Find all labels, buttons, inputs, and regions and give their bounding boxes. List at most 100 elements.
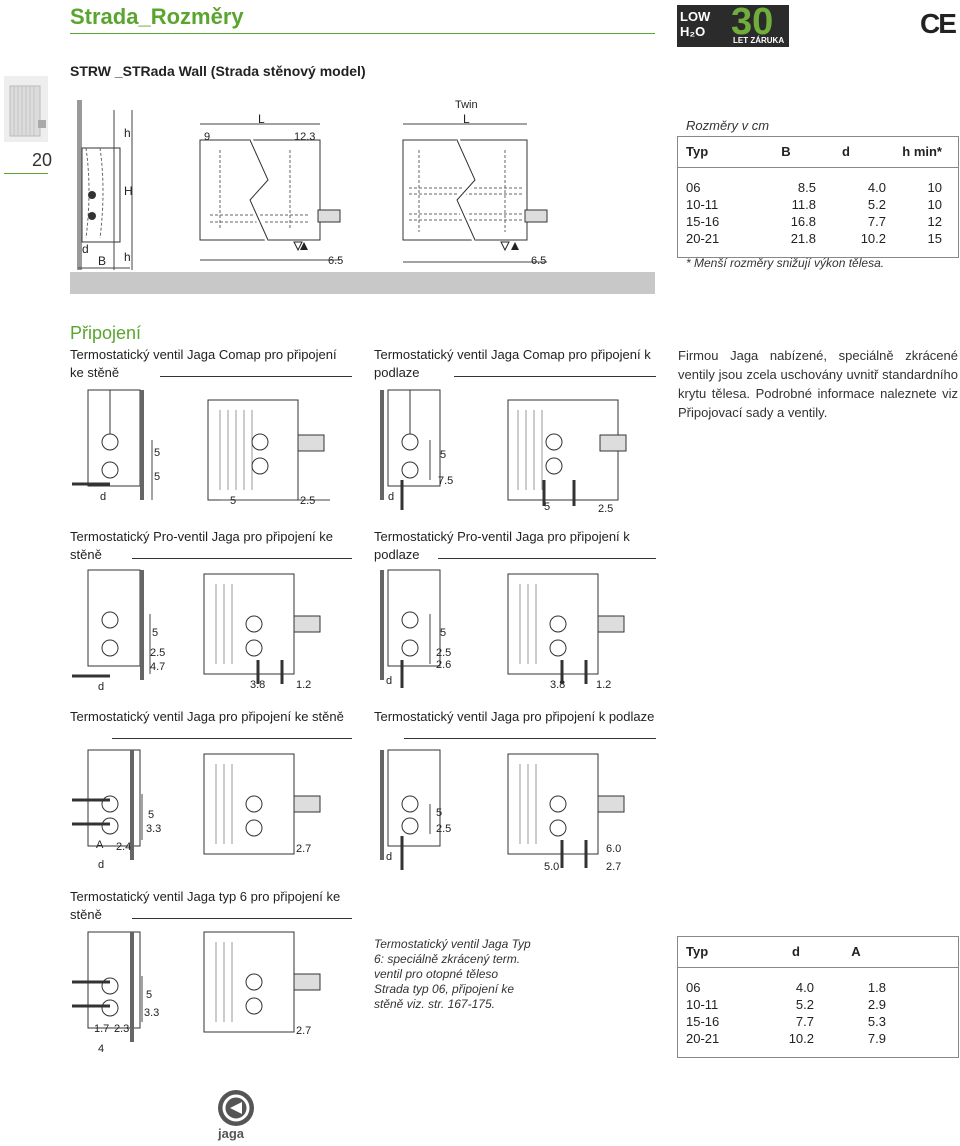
dim-label: H (124, 184, 133, 198)
dim-label: 5 (436, 807, 443, 819)
col-header: Typ (686, 144, 709, 159)
caption-jaga-wall: Termostatický ventil Jaga pro připojení … (70, 709, 344, 724)
twin-label: Twin (455, 99, 478, 111)
cell: 5.2 (867, 197, 886, 212)
cell: 12 (927, 214, 942, 229)
dim-label: 5 (146, 989, 153, 1001)
dim-label: 2.5 (436, 647, 452, 659)
jaga-wordmark: jaga (218, 1126, 245, 1141)
dim-label: 1.2 (596, 679, 612, 691)
connection-heading: Připojení (70, 323, 142, 343)
page-number-rule (4, 173, 48, 174)
cell: 15-16 (686, 1014, 720, 1029)
table-row: 06 8.5 4.0 10 (686, 179, 942, 196)
dim-label: 5 (148, 809, 155, 821)
caption-rule (132, 558, 352, 559)
cell: 2.9 (867, 997, 886, 1012)
col-header: B (781, 144, 791, 159)
dim-label: 2.7 (606, 861, 622, 873)
dim-label: 4.7 (150, 661, 166, 673)
dim-label: 2.7 (296, 1025, 312, 1037)
dim-label: 12.3 (294, 131, 316, 143)
page-title: Strada_Rozměry (70, 4, 244, 29)
cell: 20-21 (686, 1031, 720, 1046)
dim-label: 6.0 (606, 843, 622, 855)
dim-label: 1.7 (94, 1023, 110, 1035)
header-rule (678, 167, 958, 168)
logo-low-h2o: LOW H₂O (680, 9, 711, 39)
dim-label: 6.5 (328, 255, 344, 267)
ce-mark: CE (920, 8, 957, 39)
dim-label: d (98, 859, 105, 871)
dim-label: 2.5 (150, 647, 166, 659)
dim-label: 7.5 (438, 475, 454, 487)
table-row: 10-11 5.2 2.9 (686, 996, 886, 1013)
dim-label: d (388, 491, 395, 503)
cell: 10-11 (686, 197, 719, 212)
dim-label: d (386, 675, 393, 687)
cell: 21.8 (790, 231, 816, 246)
low-h2o-30-logo: LOW H₂O 30 LET ZÁRUKA (677, 1, 789, 47)
section-divider-bar (70, 272, 655, 294)
dim-label: 2.6 (436, 659, 452, 671)
cell: 10.2 (788, 1031, 814, 1046)
cell: 7.7 (795, 1014, 814, 1029)
dim-label: 9 (204, 131, 211, 143)
caption-rule (112, 738, 352, 739)
valve-diagram-jaga-floor: 5 2.5 d 6.0 5.0 2.7 (374, 744, 664, 876)
dim-label: d (82, 242, 89, 256)
title-underline (70, 33, 655, 34)
dim-label: 3.8 (550, 679, 566, 691)
dim-label: 1.2 (296, 679, 312, 691)
dim-label: d (386, 851, 393, 863)
dim-label: 2.4 (116, 841, 132, 853)
col-header: d (842, 144, 850, 159)
twin-radiator-front-diagram: Twin L 6.5 (395, 96, 555, 270)
cell: 15 (927, 231, 942, 246)
cell: 5.2 (795, 997, 814, 1012)
dim-label: 3.8 (250, 679, 266, 691)
cell: 15-16 (686, 214, 720, 229)
logo-warranty: LET ZÁRUKA (733, 36, 785, 45)
dim-label: h (124, 126, 131, 140)
dim-label: 5 (440, 449, 447, 461)
cell: 10 (927, 180, 942, 195)
model-subtitle: STRW _STRada Wall (Strada stěnový model) (70, 63, 366, 79)
header-rule (678, 967, 958, 968)
caption-pro-wall: Termostatický Pro-ventil Jaga pro připoj… (70, 529, 334, 562)
caption-rule (160, 376, 352, 377)
caption-rule (404, 738, 656, 739)
dim-label: 5.0 (544, 861, 560, 873)
cell: 10-11 (686, 997, 719, 1012)
logo-30: 30 (731, 1, 774, 43)
caption-pro-floor: Termostatický Pro-ventil Jaga pro připoj… (374, 529, 630, 562)
cell: 8.5 (797, 180, 816, 195)
dim-label: 3.3 (144, 1007, 160, 1019)
cell: 5.3 (867, 1014, 886, 1029)
table-row: 15-16 7.7 5.3 (686, 1013, 886, 1030)
dims-table-caption: Rozměry v cm (686, 118, 770, 133)
dim-label: 2.3 (114, 1023, 130, 1035)
dim-label: d (100, 491, 107, 503)
dim-label: 2.7 (296, 843, 312, 855)
valve-diagram-pro-wall: 5 2.5 4.7 d 3.8 1.2 (70, 564, 360, 694)
cell: 06 (686, 180, 701, 195)
cell: 4.0 (795, 980, 814, 995)
caption-rule (132, 918, 352, 919)
page-number: 20 (32, 150, 53, 170)
dim-label: 4 (98, 1043, 105, 1055)
dim-label: 5 (230, 495, 237, 507)
caption-rule (454, 376, 656, 377)
dim-label: 6.5 (531, 255, 547, 267)
valve-diagram-comap-floor: 5 7.5 d 5 2.5 (374, 380, 664, 516)
side-dimension-diagram: h H h d B (70, 100, 190, 272)
cell: 4.0 (867, 180, 886, 195)
type6-note: Termostatický ventil Jaga Typ 6: speciál… (374, 937, 531, 1011)
dim-label: 3.3 (146, 823, 162, 835)
cell: 10.2 (860, 231, 886, 246)
caption-rule (438, 558, 656, 559)
